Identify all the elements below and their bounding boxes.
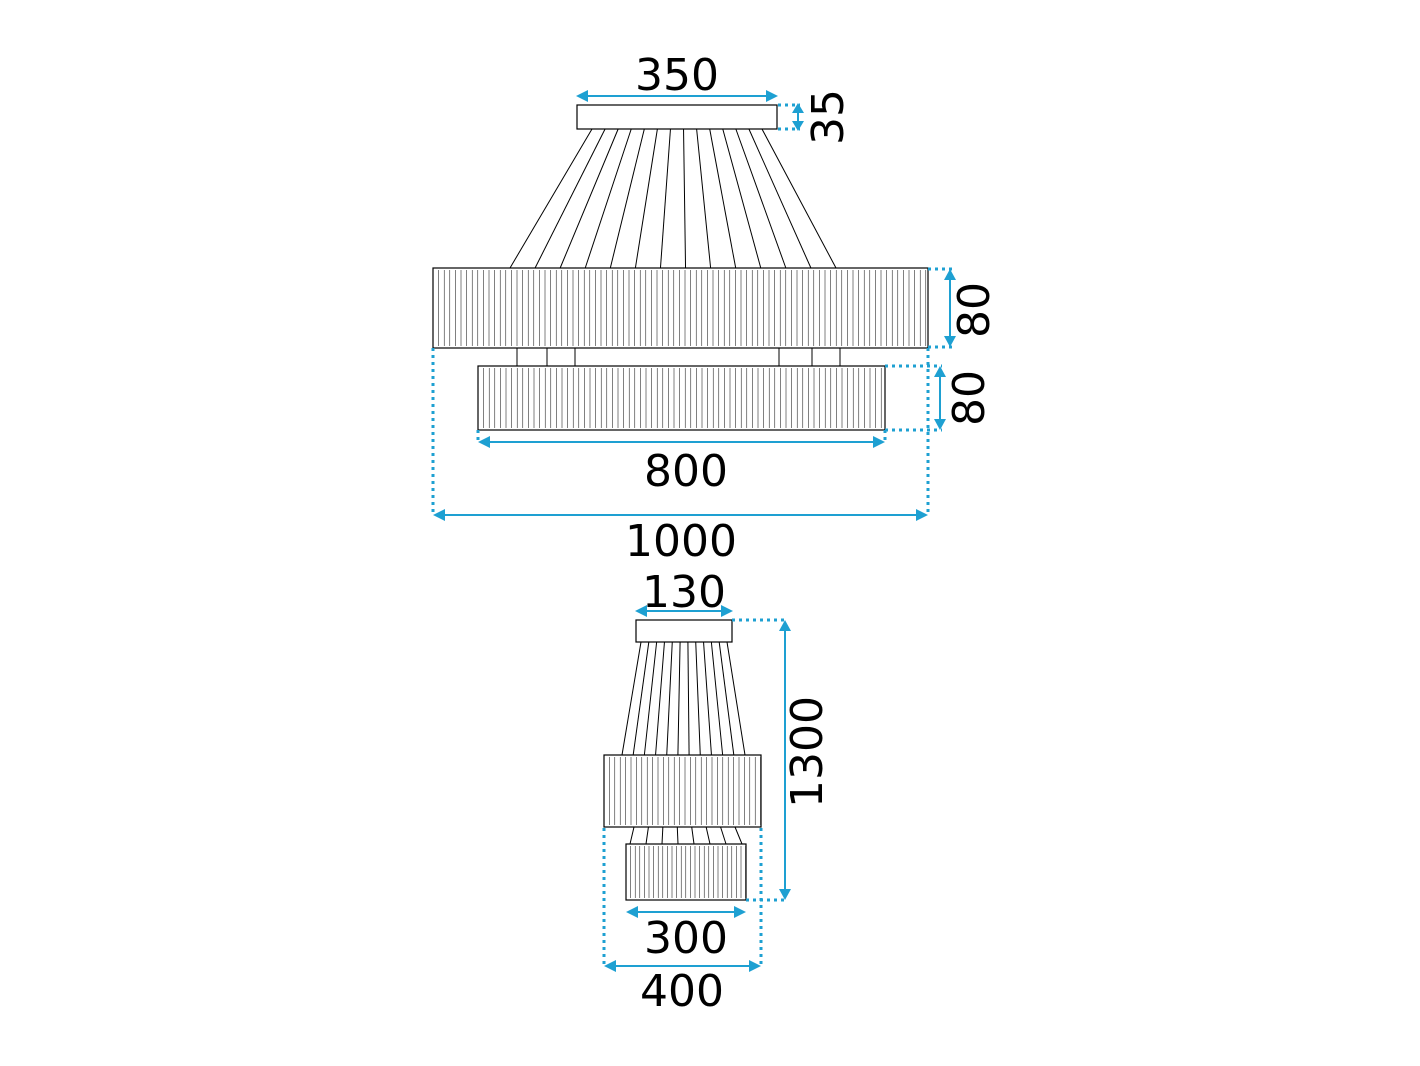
suspension-wire — [761, 128, 837, 269]
suspension-wire — [722, 128, 762, 269]
side-canopy — [635, 619, 733, 643]
side-lower-ring-diameter-dimension: 300 — [626, 906, 746, 964]
front-lower-crystal-rods — [483, 368, 882, 428]
side-inner-wires — [629, 826, 743, 845]
suspension-wire — [645, 826, 649, 845]
side-canopy-width-dimension: 130 — [635, 567, 733, 618]
suspension-wire — [666, 641, 673, 756]
suspension-wire — [655, 641, 665, 756]
front-upper-crystal-rods — [438, 270, 927, 346]
side-suspension-wires — [621, 641, 746, 756]
lower-ring-height-dimension: 80 — [885, 364, 995, 432]
lower-ring-diameter-label: 800 — [644, 446, 728, 497]
suspension-wire — [609, 128, 645, 269]
side-upper-crystal-rods — [609, 757, 761, 825]
suspension-wire — [726, 641, 746, 756]
suspension-wire — [676, 826, 679, 845]
suspension-wire — [695, 641, 701, 756]
side-canopy-width-label: 130 — [642, 567, 726, 618]
canopy-height-dimension: 35 — [778, 89, 854, 145]
suspension-wire — [718, 641, 735, 756]
suspension-wire — [683, 128, 687, 269]
suspension-wire — [661, 826, 664, 845]
upper-ring-diameter-label: 1000 — [625, 516, 737, 567]
side-lower-crystal-rods — [630, 846, 746, 898]
suspension-wire — [748, 128, 812, 269]
suspension-wire — [709, 128, 737, 269]
side-lower-ring-diameter-label: 300 — [644, 913, 728, 964]
suspension-wire — [634, 128, 658, 269]
front-view: 350 35 80 80 — [431, 50, 1000, 567]
suspension-wire — [659, 128, 671, 269]
suspension-wire — [643, 641, 658, 756]
front-inner-wires — [516, 348, 841, 366]
suspension-wire — [720, 826, 727, 845]
suspension-wire — [710, 641, 724, 756]
front-upper-ring — [432, 267, 929, 349]
suspension-wire — [509, 128, 593, 269]
total-height-label: 1300 — [782, 696, 833, 808]
front-canopy — [576, 104, 778, 130]
suspension-wire — [534, 128, 606, 269]
front-lower-ring — [477, 365, 886, 431]
upper-ring-height-dimension: 80 — [928, 267, 1000, 349]
suspension-wire — [687, 641, 690, 756]
suspension-wire — [705, 826, 711, 845]
side-lower-ring — [625, 843, 747, 901]
total-height-dimension: 1300 — [732, 618, 833, 902]
lower-ring-diameter-dimension: 800 — [476, 430, 887, 497]
side-upper-ring-diameter-label: 400 — [640, 966, 724, 1017]
suspension-wire — [703, 641, 712, 756]
suspension-wire — [734, 826, 743, 845]
front-suspension-wires — [509, 128, 837, 269]
canopy-width-label: 350 — [635, 50, 719, 101]
suspension-wire — [584, 128, 632, 269]
suspension-wire — [677, 641, 681, 756]
suspension-wire — [691, 826, 695, 845]
suspension-wire — [559, 128, 619, 269]
suspension-wire — [696, 128, 712, 269]
canopy-height-label: 35 — [803, 89, 854, 145]
lower-ring-height-label: 80 — [944, 370, 995, 426]
suspension-wire — [735, 128, 787, 269]
upper-ring-height-label: 80 — [949, 282, 1000, 338]
canopy-width-dimension: 350 — [576, 50, 778, 102]
side-upper-ring — [603, 754, 762, 828]
upper-ring-diameter-dimension: 1000 — [431, 348, 930, 567]
side-upper-ring-diameter-dimension: 400 — [602, 828, 763, 1017]
suspension-wire — [629, 826, 635, 845]
suspension-wire — [632, 641, 650, 756]
side-view: 130 1300 300 400 — [602, 567, 833, 1017]
suspension-wire — [621, 641, 642, 756]
